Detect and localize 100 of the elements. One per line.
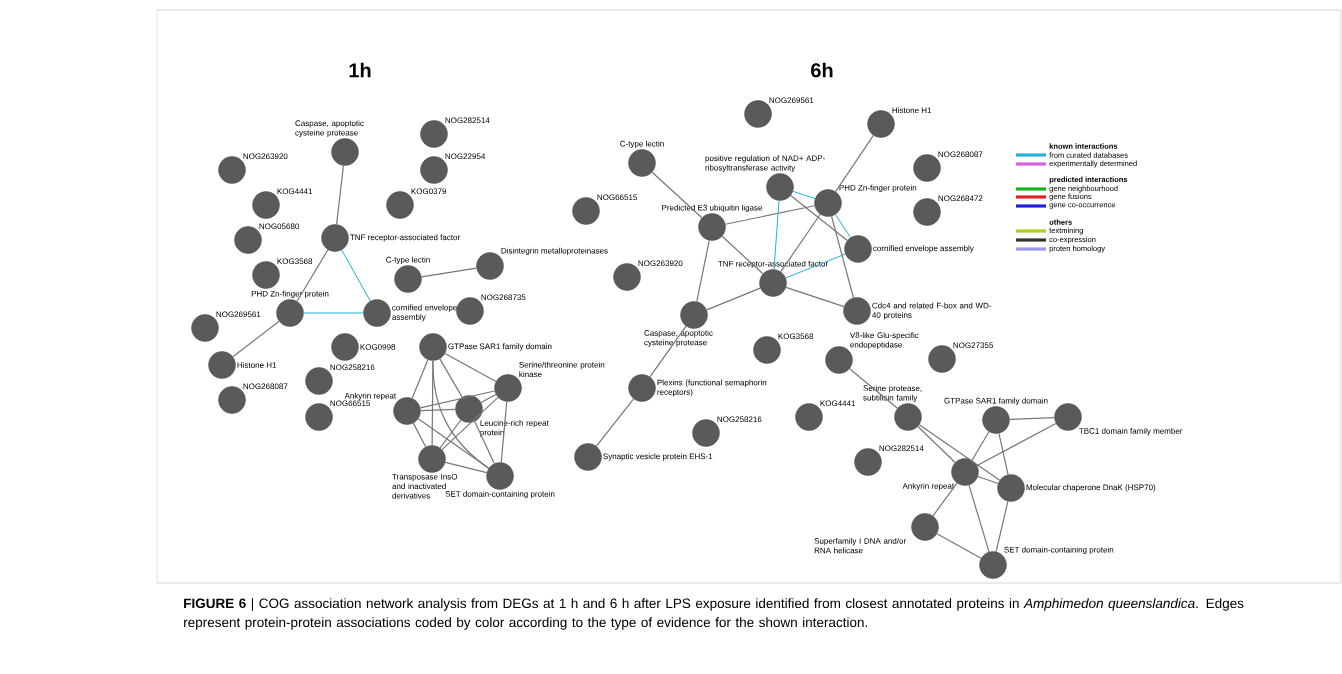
interaction-edge (792, 190, 816, 200)
protein-node: C-type lectin (620, 140, 664, 177)
protein-node: TBC1 domain family member (1054, 403, 1183, 436)
node-label: NOG263920 (243, 153, 288, 160)
interaction-edge (848, 368, 899, 409)
node-label: NOG269561 (769, 97, 814, 104)
node-label: Cdc4 and related F-box and WD-40 proteins (872, 302, 992, 320)
protein-node: NOG263920 (613, 260, 683, 291)
node-label: Molecular chaperone DnaK (HSP70) (1026, 484, 1156, 492)
interaction-edge (721, 235, 764, 275)
interaction-edge (918, 424, 1001, 481)
interaction-edge (835, 134, 874, 193)
node-label: KOG4441 (820, 400, 856, 407)
interaction-edge (780, 213, 821, 273)
protein-node: NOG282514 (420, 117, 490, 148)
node-label: Histone H1 (892, 107, 932, 114)
node-label: TNF receptor-associated factor (350, 234, 461, 242)
protein-node: GTPase SAR1 family domain (944, 397, 1048, 434)
protein-node: SET domain-containing protein (979, 546, 1114, 579)
protein-node: NOG27355 (928, 342, 993, 373)
interaction-edge (998, 432, 1009, 476)
interaction-edge (976, 422, 1057, 467)
node-label: Serine protease, subtilisin family (863, 385, 922, 403)
node-label: positive regulation of NAD+ ADP-ribosyltransferase activity (705, 155, 825, 173)
interaction-edge (296, 249, 329, 302)
interaction-edge (971, 431, 990, 461)
protein-node: TNF receptor-associated factor (321, 224, 460, 252)
node-label: Synaptic vesicle protein EHS-1 (603, 453, 713, 461)
node-label: GTPase SAR1 family domain (448, 343, 552, 351)
protein-node: KOG0998 (331, 333, 396, 361)
node-label: TBC1 domain family member (1079, 427, 1183, 436)
interaction-edge (232, 320, 280, 358)
node-label: NOG66515 (597, 194, 638, 201)
protein-node: V8-like Glu-specific endopeptidase (825, 332, 919, 374)
node-label: NOG22954 (445, 153, 486, 160)
figure-caption: FIGURE 6 | COG association network analysis from DEGs at 1 h and 6 h after LPS exposure identified from closest annotated proteins in Amphimedon queenslandica. Edges represent protein-protein associations coded by color according to the type of evidence for the shown interaction. (184, 598, 1244, 630)
protein-node: Molecular chaperone DnaK (HSP70) (997, 474, 1156, 502)
interaction-edge (595, 398, 635, 447)
node-label: NOG268735 (481, 294, 526, 301)
protein-node: NOG268087 (218, 383, 288, 414)
panel-title: 1h (349, 62, 371, 78)
node-label: Plexins (functional semaphorin receptors) (657, 379, 767, 397)
interaction-edge (303, 312, 364, 314)
node-label: NOG268472 (938, 195, 983, 202)
interaction-edge (420, 408, 456, 412)
interaction-edge (785, 253, 846, 279)
interaction-edge (724, 205, 816, 225)
node-label: V8-like Glu-specific endopeptidase (849, 332, 919, 350)
node-label: Transposase InsO (392, 473, 458, 482)
node-label: cornified envelope assembly (873, 245, 974, 253)
node-label: Superfamily I DNA and/or RNA helicase (814, 537, 906, 554)
node-label: PHD Zn-finger protein (839, 184, 917, 193)
node-label: and inactivated (392, 483, 446, 490)
protein-node: KOG3568 (252, 258, 313, 289)
interaction-edge (651, 171, 703, 219)
protein-node: NOG269561 (191, 311, 261, 342)
node-label: PHD Zn-finger protein (251, 290, 329, 299)
protein-node: Disintegrin metalloproteinases (476, 247, 608, 280)
protein-node: Histone H1 (208, 351, 277, 379)
node-label: SET domain-containing protein (1004, 546, 1114, 555)
node-label: NOG258216 (717, 416, 762, 423)
protein-node: Plexins (functional semaphorin receptors) (628, 374, 767, 402)
node-label: Predicted E3 ubiquitin ligase (662, 204, 763, 213)
protein-node: Caspase, apoptotic cysteine protease (644, 301, 713, 347)
interaction-edge (417, 418, 490, 469)
node-label: NOG66515 (330, 400, 371, 407)
interaction-edge (500, 401, 508, 463)
interaction-edge (830, 215, 855, 299)
node-label: Ankyrin repeat (902, 482, 955, 491)
node-label: NOG268087 (243, 383, 288, 390)
interaction-edge (785, 286, 845, 308)
protein-node: KOG0379 (386, 188, 447, 219)
protein-node: NOG66515 (305, 400, 370, 431)
interaction-edge (441, 396, 499, 451)
protein-node: Superfamily I DNA and/or RNA helicase (814, 513, 939, 554)
node-label: Caspase, apoptotic cysteine protease (295, 120, 364, 138)
protein-node: KOG4441 (252, 188, 313, 219)
interaction-edge (1009, 416, 1055, 421)
node-label: NOG27355 (953, 342, 994, 349)
interaction-edge (336, 165, 345, 225)
node-label: Disintegrin metalloproteinases (501, 247, 608, 256)
interaction-edge (474, 420, 495, 465)
interaction-edge (696, 239, 710, 303)
protein-node: NOG05680 (234, 223, 300, 254)
interaction-edge (968, 484, 990, 553)
node-label: NOG282514 (445, 117, 490, 124)
interaction-edge (790, 194, 848, 242)
node-label: Leucine-rich repeat protein (480, 419, 549, 437)
protein-node: Caspase, apoptotic cysteine protease (295, 120, 364, 166)
node-label: C-type lectin (386, 256, 430, 265)
node-label: NOG05680 (259, 223, 300, 230)
interaction-edge (995, 500, 1009, 553)
interaction-edge (936, 533, 982, 559)
protein-node: Histone H1 (867, 107, 932, 138)
interaction-edge (835, 213, 851, 238)
protein-node: NOG268735 (456, 294, 526, 325)
interaction-edge (649, 325, 687, 378)
interaction-edge (917, 425, 956, 464)
protein-node: Cdc4 and related F-box and WD-40 proteins (843, 297, 992, 325)
protein-node: NOG66515 (572, 194, 637, 225)
